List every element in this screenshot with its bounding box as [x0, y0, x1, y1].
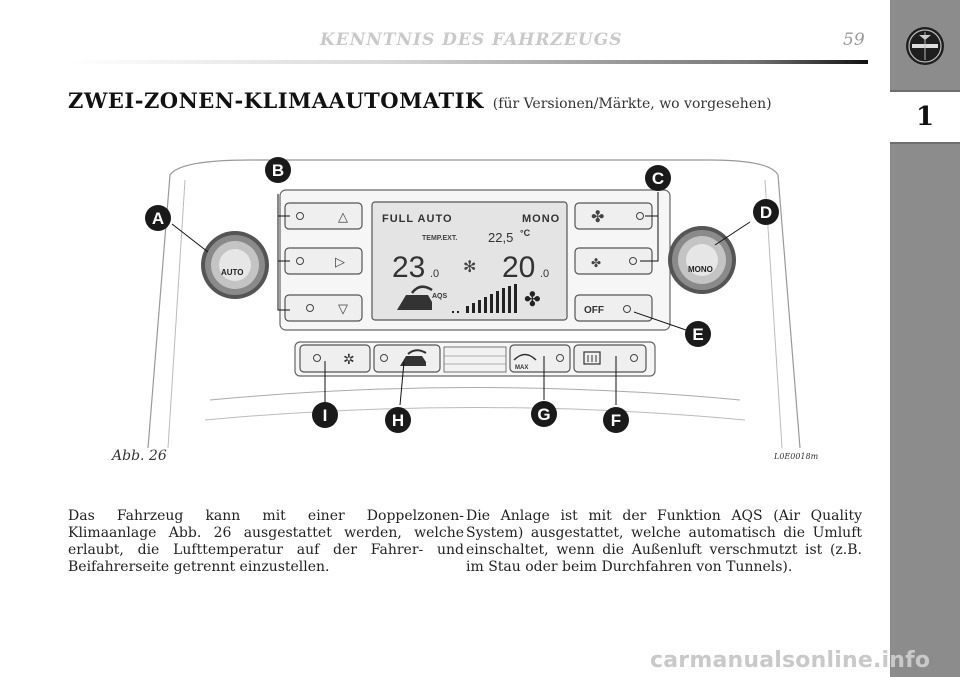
arrow-down-icon: ▽ — [338, 301, 348, 316]
windscreen-defrost-icon — [513, 353, 537, 361]
display-right-temp-decimal: .0 — [540, 268, 549, 280]
svg-text:E: E — [692, 325, 703, 344]
svg-text:G: G — [537, 405, 550, 424]
rear-window-heater-icon — [583, 351, 601, 365]
svg-text:I: I — [323, 406, 328, 425]
off-button[interactable] — [574, 294, 653, 322]
svg-text:A: A — [152, 209, 164, 228]
svg-text:F: F — [611, 411, 621, 430]
callout-d: D — [753, 199, 779, 225]
chapter-tab[interactable]: 1 — [890, 90, 960, 144]
arrow-right-icon: ▷ — [335, 254, 345, 269]
left-temperature-knob[interactable]: AUTO — [201, 231, 269, 299]
section-title: ZWEI-ZONEN-KLIMAAUTOMATIK — [68, 88, 484, 113]
fan-speed-bars — [452, 284, 517, 313]
callout-g: G — [531, 401, 557, 427]
figure-code: L0E0018m — [774, 452, 819, 461]
fan-large-icon: ✤ — [591, 209, 604, 226]
recirculation-icon — [400, 356, 426, 366]
off-button-label: OFF — [584, 305, 604, 316]
callout-i: I — [312, 402, 338, 428]
display-full-auto: FULL AUTO — [382, 213, 453, 225]
running-header-title: KENNTNIS DES FAHRZEUGS — [320, 30, 623, 50]
max-defrost-button[interactable] — [509, 344, 571, 373]
fan-small-icon: ✤ — [591, 256, 601, 270]
display-left-temp: 23 — [392, 251, 425, 284]
svg-text:B: B — [272, 161, 284, 180]
callout-a: A — [145, 205, 171, 231]
rear-defrost-button[interactable] — [573, 344, 647, 373]
display-temp-unit: °C — [520, 228, 531, 238]
display-right-temp: 20 — [502, 251, 535, 284]
page-number: 59 — [843, 30, 865, 50]
snowflake-icon: ✻ — [463, 259, 476, 276]
display-temp-ext-label: TEMP.EXT. — [422, 235, 457, 242]
compressor-button[interactable] — [299, 344, 371, 373]
callout-b: B — [265, 157, 291, 183]
display-aqs-label: AQS — [432, 293, 448, 300]
watermark: carmanualsonline.info — [650, 648, 931, 673]
callout-c: C — [645, 165, 671, 191]
right-temperature-knob[interactable]: MONO — [668, 226, 736, 294]
body-text-left: Das Fahrzeug kann mit einer Doppelzonen-… — [68, 508, 464, 575]
display-mono: MONO — [522, 213, 560, 225]
callout-f: F — [603, 407, 629, 433]
display-left-temp-decimal: .0 — [430, 268, 439, 280]
svg-text:H: H — [392, 411, 404, 430]
max-label: MAX — [515, 365, 528, 371]
auto-knob-label: AUTO — [221, 268, 244, 277]
body-text-right: Die Anlage ist mit der Funktion AQS (Air… — [466, 508, 862, 575]
recirculation-car-icon — [397, 285, 433, 310]
display-temp-ext-value: 22,5 — [488, 230, 513, 245]
header-rule — [68, 60, 868, 64]
lancia-logo-icon — [906, 27, 944, 65]
arrow-up-icon: △ — [338, 209, 348, 224]
climate-control-figure: FULL AUTO MONO TEMP.EXT. 22,5 °C 23 .0 ✻… — [145, 157, 801, 448]
chapter-number: 1 — [915, 102, 935, 132]
fan-icon: ✤ — [524, 289, 541, 311]
svg-text:C: C — [652, 169, 664, 188]
compressor-snowflake-icon: ✲ — [343, 351, 355, 367]
section-subtitle: (für Versionen/Märkte, wo vorgesehen) — [492, 96, 772, 112]
callout-h: H — [385, 407, 411, 433]
svg-text:D: D — [760, 203, 772, 222]
callout-e: E — [685, 321, 711, 347]
air-flow-down-button[interactable] — [284, 294, 363, 322]
figure-caption: Abb. 26 — [112, 448, 167, 464]
mono-knob-label: MONO — [688, 265, 713, 274]
section-heading: ZWEI-ZONEN-KLIMAAUTOMATIK (für Versionen… — [68, 88, 772, 113]
fan-increase-button[interactable] — [574, 202, 653, 230]
